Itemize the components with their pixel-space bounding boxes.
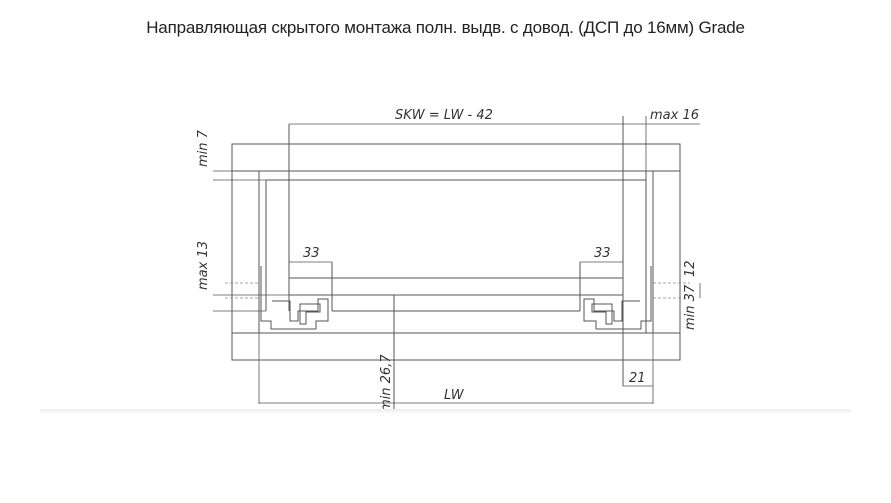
min37-label: min 37: [683, 284, 698, 330]
dim33-right-label: 33: [594, 246, 611, 261]
dim12-label: 12: [683, 260, 698, 277]
dim33-left-label: 33: [303, 246, 320, 261]
max16-label: max 16: [650, 108, 699, 123]
hidden-lines: [225, 282, 690, 299]
cabinet-outline: [231, 143, 681, 361]
skw-label: SKW = LW - 42: [395, 108, 493, 123]
dimension-lines: [213, 116, 701, 404]
page-title: Направляющая скрытого монтажа полн. выдв…: [146, 18, 745, 37]
slide-profile-right: [583, 266, 652, 330]
slide-profile-left: [260, 266, 329, 330]
drawer-outline: [288, 116, 624, 412]
max13-label: max 13: [196, 241, 211, 290]
section-divider: [40, 409, 851, 413]
min7-label: min 7: [196, 129, 211, 167]
min267-label: min 26,7: [379, 354, 394, 412]
dim21-label: 21: [629, 371, 646, 386]
lw-label: LW: [444, 388, 465, 403]
